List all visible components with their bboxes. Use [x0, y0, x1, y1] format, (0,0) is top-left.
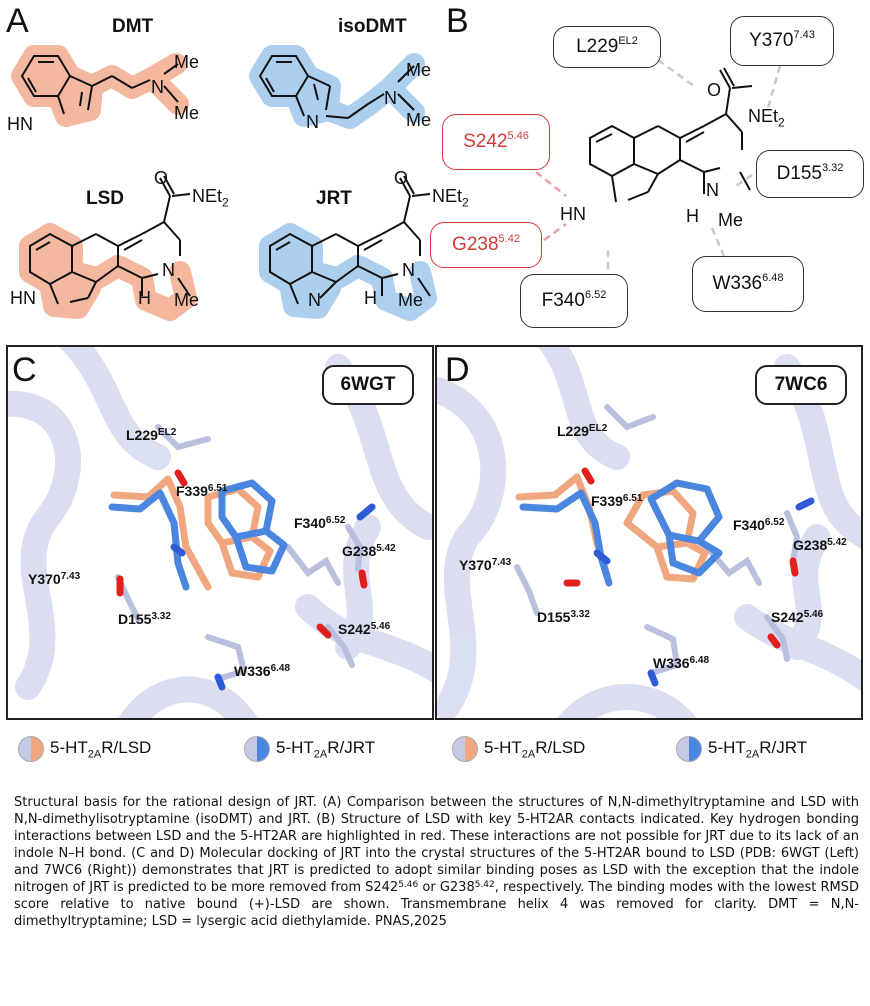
legend-label: 5-HT2AR/JRT	[708, 737, 808, 761]
jrt-h-label: H	[364, 288, 377, 308]
c-res-f340: F3406.52	[294, 515, 346, 531]
legend-item: 5-HT2AR/LSD	[452, 735, 585, 763]
c-res-g238: G2385.42	[342, 543, 396, 559]
dmt-me2-label: Me	[174, 103, 200, 123]
legend-swatch-jrt-icon	[676, 736, 702, 762]
jrt-carbonyl-label: O	[394, 168, 409, 188]
legend-swatch-lsd-icon	[452, 736, 478, 762]
figure-caption: Structural basis for the rational design…	[14, 795, 859, 930]
d-res-l229: L229EL2	[557, 423, 608, 439]
receptor-sticks	[514, 404, 801, 676]
c-res-s242: S2425.46	[338, 621, 391, 637]
jrt-structure	[259, 175, 437, 321]
c-res-y370: Y3707.43	[28, 571, 81, 587]
contact-lines-red	[535, 171, 567, 242]
b-carbonyl-label: O	[707, 80, 722, 100]
c-res-d155: D1553.32	[118, 611, 171, 627]
lsd-structure	[19, 175, 197, 321]
panel-c: C 6WGT L229EL2 F3396.51 F3406.52 G2385.4…	[6, 345, 434, 720]
dmt-me1-label: Me	[174, 52, 200, 72]
d-res-f339: F3396.51	[591, 493, 643, 509]
b-nh-label: HN	[560, 204, 586, 224]
isodmt-ring-n-label: N	[306, 112, 319, 132]
jrt-ring-n-label: N	[308, 290, 321, 310]
b-amide-label: NEt2	[748, 106, 785, 130]
dmt-n-label: N	[151, 77, 164, 97]
b-n-label: N	[706, 180, 719, 200]
panel-letter-d: D	[445, 351, 470, 389]
legend-item: 5-HT2AR/LSD	[18, 735, 151, 763]
receptor-ribbons	[437, 347, 861, 718]
molecule-name-isodmt: isoDMT	[338, 16, 407, 37]
lsd-h-label: H	[138, 288, 151, 308]
molecule-name-lsd: LSD	[86, 188, 124, 209]
isodmt-n-label: N	[384, 88, 397, 108]
b-me-label: Me	[718, 210, 744, 230]
panel-letter-b: B	[446, 2, 469, 40]
panel-b-lsd-structure	[589, 67, 753, 203]
isodmt-me1-label: Me	[406, 60, 432, 80]
ligand-sticks	[108, 475, 288, 591]
jrt-n-label: N	[402, 260, 415, 280]
jrt-amide-label: NEt2	[432, 186, 469, 210]
receptor-ribbons	[8, 347, 432, 718]
d-res-g238: G2385.42	[793, 537, 847, 553]
d-res-s242: S2425.46	[771, 609, 824, 625]
legend-swatch-jrt-icon	[244, 736, 270, 762]
panel-d-render	[437, 347, 861, 718]
legend-item: 5-HT2AR/JRT	[676, 735, 807, 763]
pdb-label-d: 7WC6	[755, 365, 847, 405]
lsd-amide-label: NEt2	[192, 186, 229, 210]
c-res-f339: F3396.51	[176, 483, 228, 499]
d-res-y370: Y3707.43	[459, 557, 512, 573]
legend-swatch-lsd-icon	[18, 736, 44, 762]
d-res-d155: D1553.32	[537, 609, 590, 625]
c-res-l229: L229EL2	[126, 427, 177, 443]
lsd-nh-label: HN	[10, 288, 36, 308]
panel-c-render	[8, 347, 432, 718]
panel-d: D 7WC6 L229EL2 F3396.51 F3406.52 G2385.4…	[435, 345, 863, 720]
panel-letter-a: A	[6, 2, 29, 40]
heteroatom-highlights	[563, 467, 815, 687]
b-h-label: H	[686, 206, 699, 226]
d-res-w336: W3366.48	[653, 655, 710, 671]
d-res-f340: F3406.52	[733, 517, 785, 533]
isodmt-structure	[249, 45, 425, 129]
panel-letter-c: C	[12, 351, 37, 389]
molecule-name-dmt: DMT	[112, 16, 154, 37]
jrt-me-label: Me	[398, 290, 424, 310]
molecule-name-jrt: JRT	[316, 188, 352, 209]
c-res-w336: W3366.48	[234, 663, 291, 679]
dmt-nh-label: HN	[7, 114, 33, 134]
isodmt-me2-label: Me	[406, 110, 432, 130]
legend-label: 5-HT2AR/JRT	[276, 737, 376, 761]
legend-label: 5-HT2AR/LSD	[50, 737, 152, 761]
pdb-label-c: 6WGT	[322, 365, 414, 405]
legend-item: 5-HT2AR/JRT	[244, 735, 375, 763]
lsd-me-label: Me	[174, 290, 200, 310]
lsd-carbonyl-label: O	[154, 168, 169, 188]
lsd-n-label: N	[162, 260, 175, 280]
legend-label: 5-HT2AR/LSD	[484, 737, 586, 761]
panel-b-lines	[535, 58, 782, 272]
heteroatom-highlights	[116, 469, 376, 691]
dmt-structure	[11, 45, 189, 127]
